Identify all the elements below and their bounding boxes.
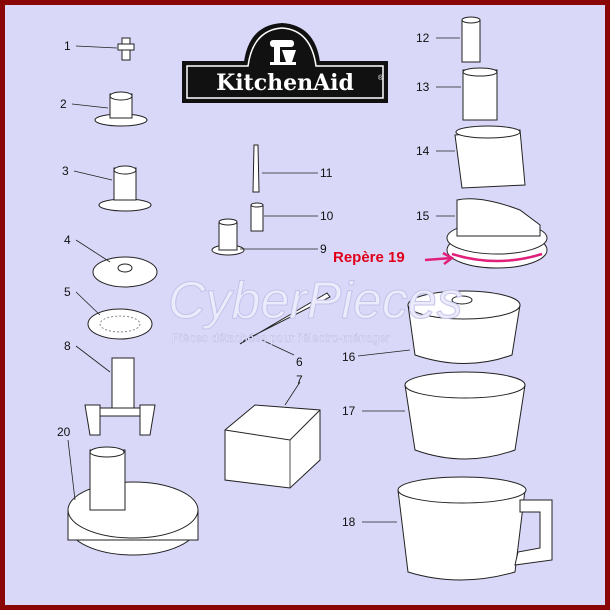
part-20	[67, 446, 199, 556]
part-label-14: 14	[416, 144, 430, 158]
watermark: CyberPieces Pièces détachées pour l'élec…	[168, 272, 464, 346]
part-label-15: 15	[416, 209, 430, 223]
part-label-16: 16	[342, 350, 356, 364]
part-2	[94, 91, 148, 127]
watermark-subtitle: Pièces détachées pour l'électro-ménager	[172, 331, 390, 345]
callout-arrow-icon	[424, 251, 455, 265]
kitchenaid-logo: KitchenAid ®	[182, 22, 388, 103]
part-14	[454, 125, 526, 189]
part-18	[397, 476, 553, 581]
part-label-3: 3	[62, 164, 69, 178]
part-label-20: 20	[57, 425, 71, 439]
part-16	[407, 290, 521, 364]
part-label-8: 8	[64, 339, 71, 353]
part-label-17: 17	[342, 404, 356, 418]
logo-text: KitchenAid	[216, 70, 354, 96]
logo-registered: ®	[378, 74, 384, 82]
part-8	[84, 357, 156, 436]
part-label-18: 18	[342, 515, 356, 529]
part-label-9: 9	[320, 242, 327, 256]
part-label-5: 5	[64, 285, 71, 299]
part-label-12: 12	[416, 31, 430, 45]
part-label-1: 1	[64, 39, 71, 53]
part-11	[252, 144, 260, 193]
part-label-10: 10	[320, 209, 334, 223]
watermark-title: CyberPieces	[168, 272, 463, 330]
part-7	[224, 404, 321, 489]
part-17	[404, 371, 526, 460]
part-3	[98, 165, 152, 212]
part-12	[461, 16, 481, 63]
part-label-2: 2	[60, 97, 67, 111]
part-4	[92, 256, 158, 288]
part-1	[117, 37, 135, 61]
part-19-gasket	[451, 252, 543, 263]
stand-mixer-icon	[270, 40, 296, 65]
callout-repere-19: Repère 19	[333, 249, 405, 266]
leader-lines	[67, 37, 461, 523]
part-5	[87, 308, 153, 340]
part-10	[250, 202, 264, 232]
part-label-6: 6	[296, 355, 303, 369]
part-15	[446, 198, 548, 269]
part-label-11: 11	[320, 166, 333, 180]
part-6	[239, 292, 331, 345]
part-label-4: 4	[64, 233, 71, 247]
part-13	[462, 67, 498, 121]
part-label-7: 7	[296, 373, 303, 387]
part-9	[211, 218, 245, 256]
part-label-13: 13	[416, 80, 430, 94]
